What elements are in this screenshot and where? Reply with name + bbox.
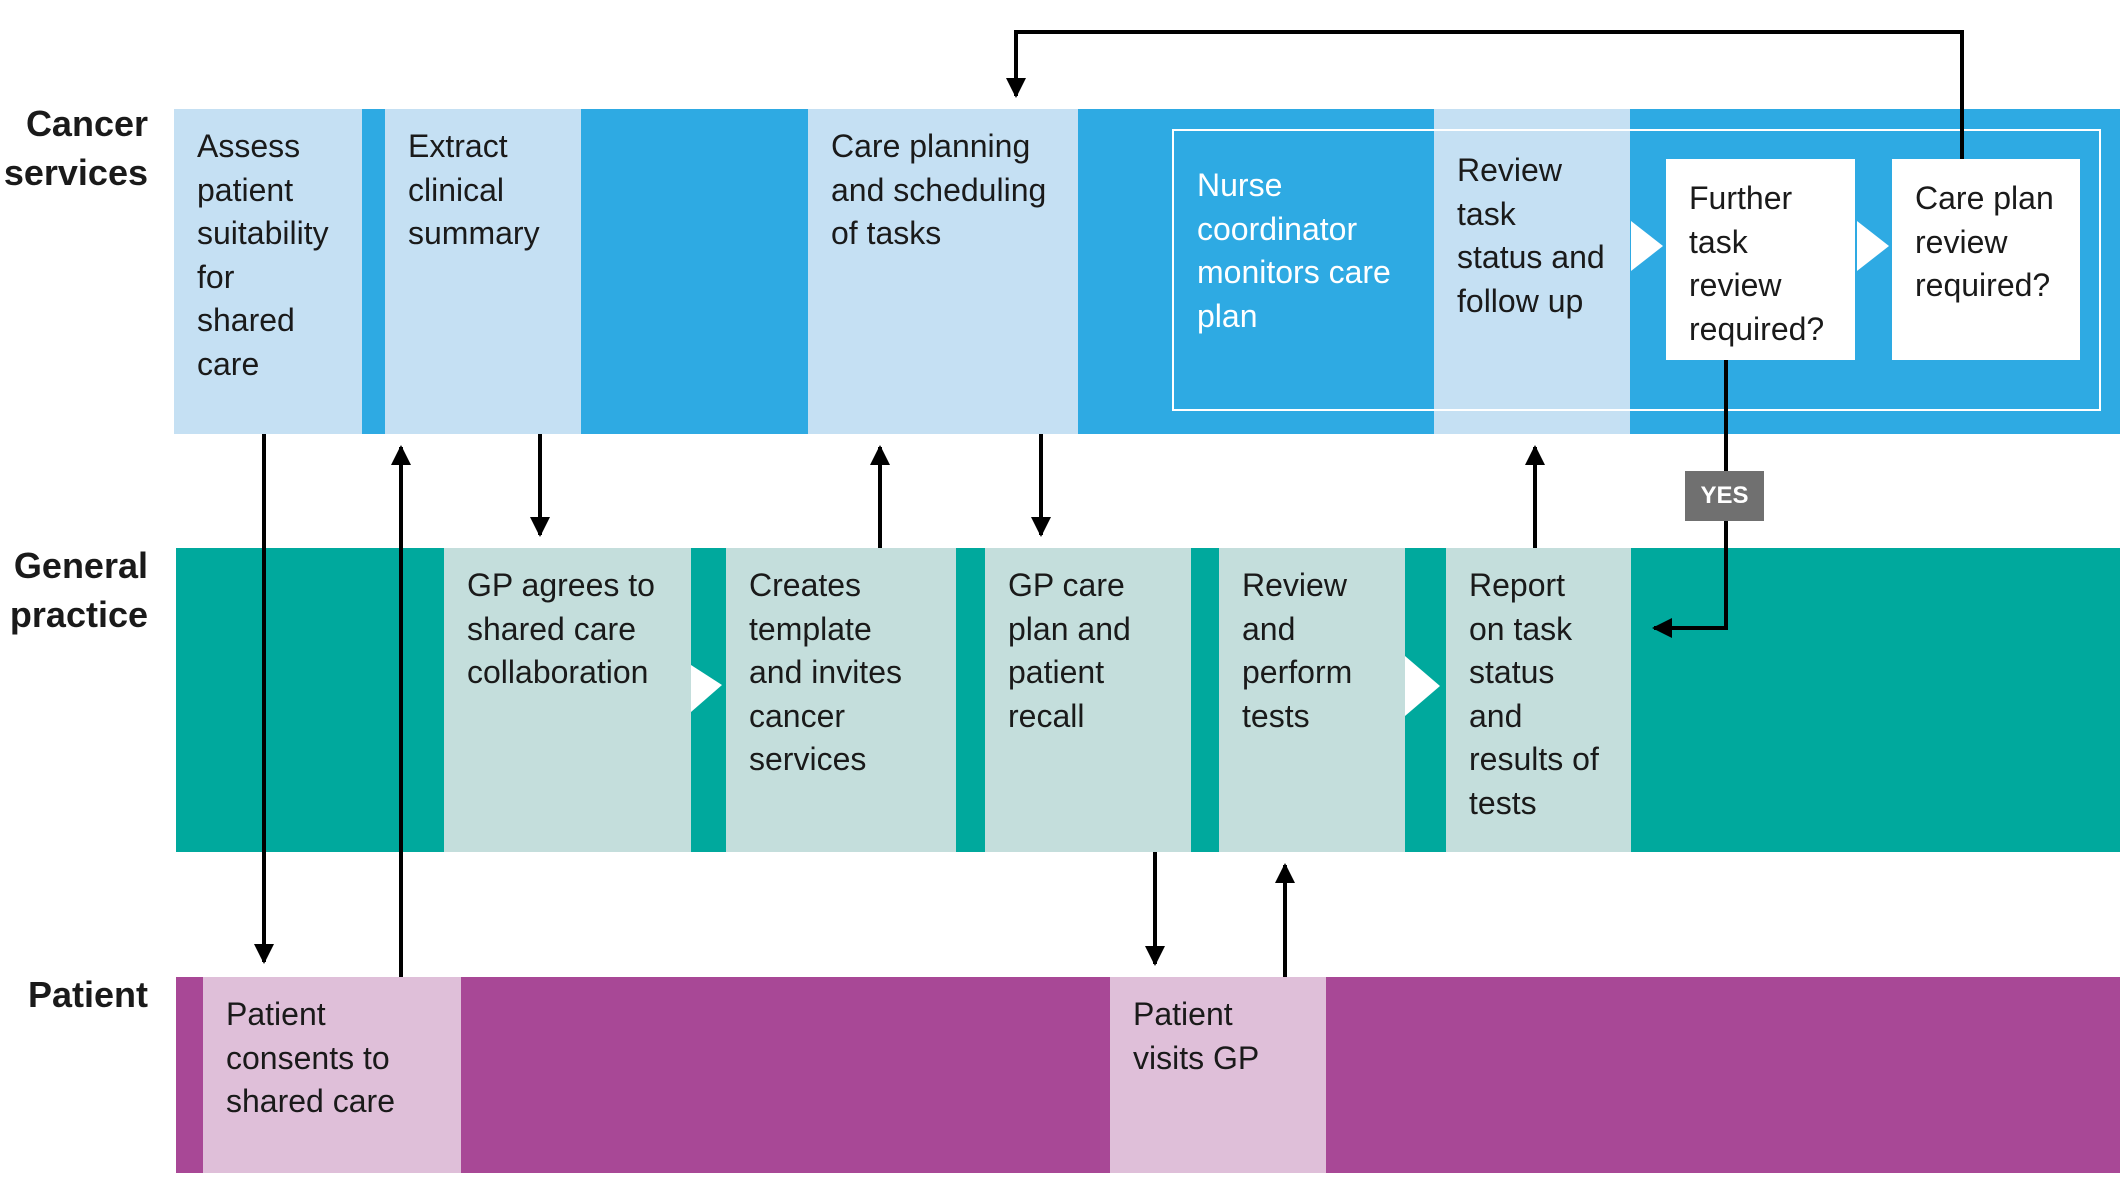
patient-visits-step: Patient visits GP [1110,977,1326,1173]
chevron-right-icon [691,665,722,712]
care-planning-step: Care planning and scheduling of tasks [808,109,1078,434]
lane-label-patient: Patient [27,974,148,1015]
review-task-step: Review task status and follow up [1434,109,1630,434]
patient-consents-step: Patient consents to shared care [203,977,461,1173]
report-task-status-step: Report on task status and results of tes… [1446,548,1631,852]
chevron-right-icon [1631,221,1663,271]
lane-label-general-practice: General practice [9,545,148,635]
care-plan-review-decision: Care plan review required? [1892,159,2080,360]
gp-care-plan-step: GP care plan and patient recall [985,548,1191,852]
lane-label-cancer-services: Cancer services [3,103,148,193]
extract-summary-step: Extract clinical summary [385,109,581,434]
nurse-coordinator-step: Nurse coordinator monitors care plan [1197,167,1391,334]
gp-agrees-step: GP agrees to shared care collaboration [444,548,691,852]
review-perform-tests-step: Review and perform tests [1219,548,1405,852]
chevron-right-icon [1405,656,1440,716]
monitoring-frame [1172,129,2101,411]
assess-suitability-step: Assess patient suitability for shared ca… [174,109,362,434]
yes-decision-badge: YES [1685,471,1764,521]
chevron-right-icon [1857,221,1889,271]
further-task-review-decision: Further task review required? [1666,159,1855,360]
arrow-further-review-to-report [1654,360,1728,628]
feedback-loop-arrow [1006,30,1964,159]
creates-template-step: Creates template and invites cancer serv… [726,548,956,852]
